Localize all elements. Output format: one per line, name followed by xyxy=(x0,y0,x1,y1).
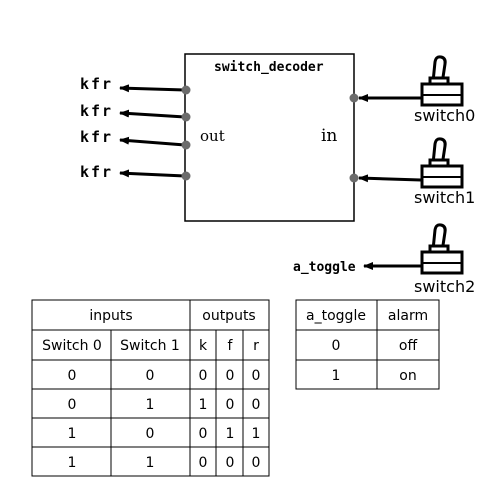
truth-table-cell: 1 xyxy=(68,426,77,442)
alarm-table-cell: 0 xyxy=(332,338,341,354)
truth-table-cell: 0 xyxy=(146,426,155,442)
decoder-title: switch_decoder xyxy=(214,60,324,75)
a-toggle-label: a_toggle xyxy=(293,260,356,275)
truth-table-header: Switch 1 xyxy=(120,338,180,354)
truth-table-cell: 0 xyxy=(199,455,208,471)
truth-table-cell: 0 xyxy=(226,397,235,413)
alarm-table-header: a_toggle xyxy=(306,308,366,324)
output-label-2: kfr xyxy=(80,128,113,146)
alarm-table xyxy=(295,299,440,390)
truth-table-cell: 0 xyxy=(146,368,155,384)
input-arrow-1 xyxy=(358,174,422,183)
input-port-dot-1 xyxy=(349,173,359,183)
truth-table-cell: 1 xyxy=(68,455,77,471)
alarm-table-cell: on xyxy=(399,368,416,384)
output-arrow-3 xyxy=(119,169,186,178)
truth-table-header: r xyxy=(253,338,259,354)
truth-table-header: f xyxy=(228,338,234,354)
truth-table-header: Switch 0 xyxy=(42,338,102,354)
switch-label-2: switch2 xyxy=(414,277,475,296)
toggle-switch-1[interactable]: switch1 xyxy=(414,137,475,207)
decoder-block: switch_decoder out in xyxy=(184,53,355,222)
alarm-table-cell: off xyxy=(399,338,418,354)
truth-table-header: k xyxy=(199,338,208,354)
input-port-1 xyxy=(349,173,422,183)
output-port-dot-2 xyxy=(181,140,191,150)
truth-table xyxy=(31,299,270,477)
truth-table-cell: 1 xyxy=(199,397,208,413)
truth-table-cell: 1 xyxy=(252,426,261,442)
toggle-switch-0[interactable]: switch0 xyxy=(414,55,475,125)
truth-table-cell: 0 xyxy=(226,368,235,384)
output-arrow-2 xyxy=(119,136,186,147)
truth-table-cell: 0 xyxy=(226,455,235,471)
truth-table-cell: 0 xyxy=(199,368,208,384)
truth-table-cell: 1 xyxy=(226,426,235,442)
truth-table-cell: 1 xyxy=(146,455,155,471)
output-arrow-1 xyxy=(119,109,186,119)
truth-table-frame xyxy=(31,299,270,477)
alarm-table-text: a_toggle alarm 0 off 1 on xyxy=(306,308,428,384)
truth-table-cell: 0 xyxy=(252,397,261,413)
decoder-out-label: out xyxy=(200,127,225,145)
output-port-0: kfr xyxy=(80,75,191,95)
output-port-dot-1 xyxy=(181,112,191,122)
output-arrow-0 xyxy=(119,84,186,93)
output-label-0: kfr xyxy=(80,75,113,93)
truth-table-cell: 0 xyxy=(252,368,261,384)
truth-table-cell: 0 xyxy=(199,426,208,442)
switch-label-0: switch0 xyxy=(414,106,475,125)
output-port-dot-0 xyxy=(181,85,191,95)
output-port-1: kfr xyxy=(80,102,191,122)
alarm-table-frame xyxy=(295,299,440,390)
decoder-in-label: in xyxy=(321,126,337,146)
output-label-3: kfr xyxy=(80,163,113,181)
alarm-table-cell: 1 xyxy=(332,368,341,384)
output-port-dot-3 xyxy=(181,171,191,181)
output-label-1: kfr xyxy=(80,102,113,120)
switch-label-1: switch1 xyxy=(414,188,475,207)
truth-table-text: inputs outputs Switch 0 Switch 1 k f r 0… xyxy=(42,308,260,471)
alarm-table-header: alarm xyxy=(388,308,428,324)
toggle-switch-2[interactable]: switch2 xyxy=(414,223,475,296)
truth-table-cell: 0 xyxy=(252,455,261,471)
output-port-2: kfr xyxy=(80,128,191,150)
decoder-box xyxy=(184,53,355,222)
truth-table-cell: 0 xyxy=(68,368,77,384)
a-toggle-signal: a_toggle xyxy=(293,260,422,275)
truth-table-cell: 0 xyxy=(68,397,77,413)
truth-table-cell: 1 xyxy=(146,397,155,413)
output-port-3: kfr xyxy=(80,163,191,181)
input-port-dot-0 xyxy=(349,93,359,103)
truth-table-group-inputs: inputs xyxy=(89,308,132,324)
truth-table-group-outputs: outputs xyxy=(202,308,255,324)
input-port-0 xyxy=(349,93,421,103)
